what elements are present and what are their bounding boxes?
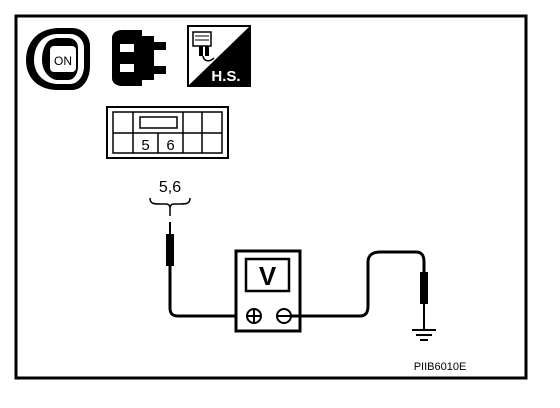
connector-terminal-6: 6: [166, 137, 174, 154]
positive-probe: [166, 222, 174, 266]
figure-code: PIIB6010E: [414, 361, 467, 373]
ground-symbol: [412, 318, 436, 341]
ignition-on-label: ON: [54, 54, 72, 68]
connector-terminal-5: 5: [141, 137, 149, 154]
harness-side-icon: H.S.: [187, 25, 251, 87]
negative-lead-wire: [291, 250, 426, 318]
probe-terminal-label: 5,6: [159, 179, 181, 196]
positive-lead-wire: [168, 266, 246, 318]
negative-probe: [420, 272, 428, 318]
terminal-brace: [149, 197, 191, 209]
connector-face: 5 6: [106, 106, 229, 159]
harness-side-label: H.S.: [211, 68, 240, 85]
minus-terminal: [276, 308, 292, 324]
plus-terminal: [246, 308, 262, 324]
ignition-key-on-icon: ON: [26, 28, 90, 90]
diagram-frame: [14, 14, 528, 380]
connector-disconnect-icon: [112, 30, 166, 86]
voltmeter-label: V: [259, 261, 277, 291]
voltmeter: V: [234, 249, 302, 333]
